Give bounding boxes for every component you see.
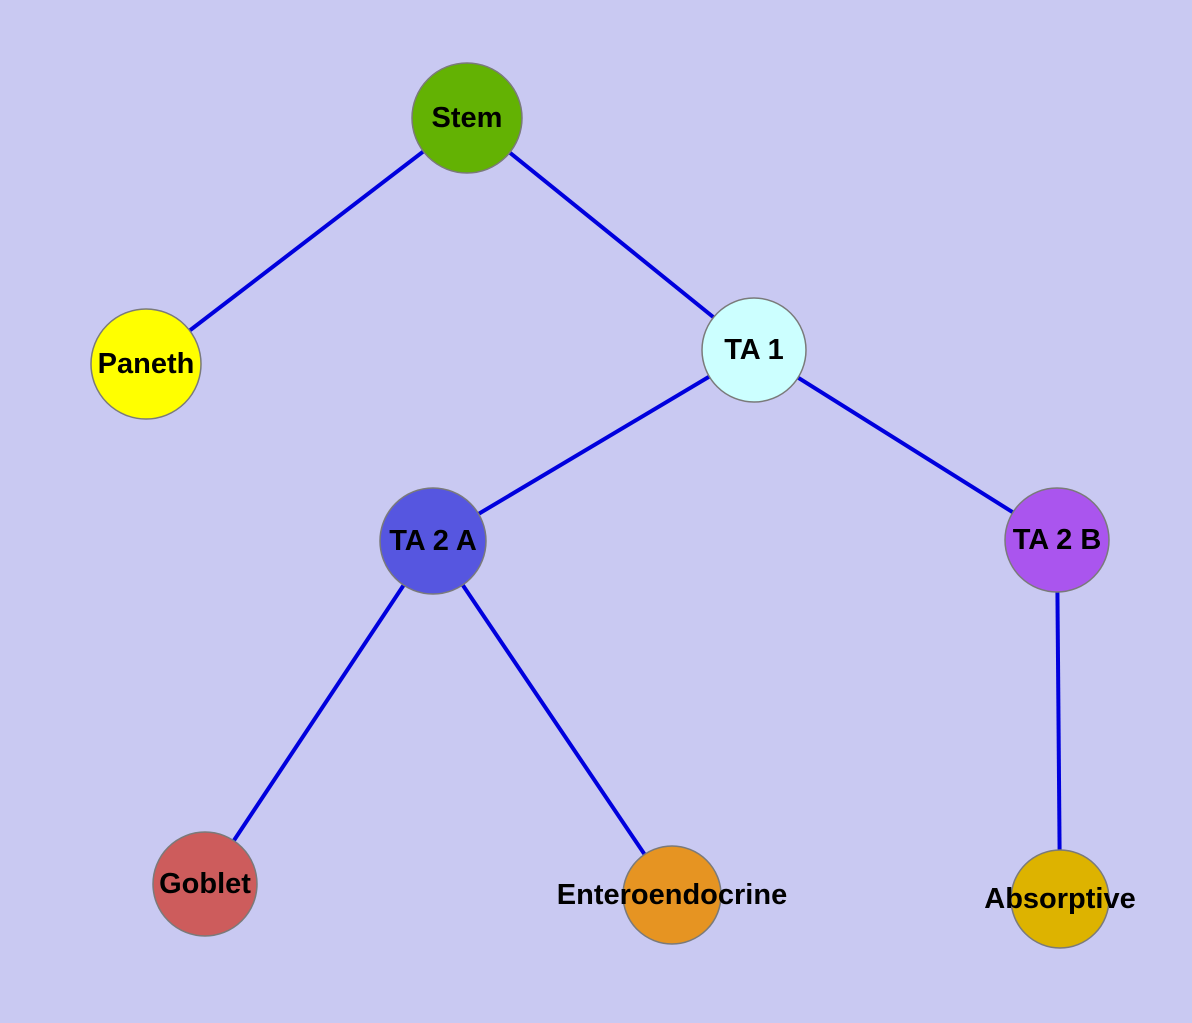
node-circle-goblet <box>152 831 258 937</box>
node-ta-2-b: TA 2 B <box>1004 487 1110 593</box>
node-circle-paneth <box>90 308 202 420</box>
node-circle-enteroendocrine <box>622 845 722 945</box>
edge-ta-1-ta-2-a <box>431 348 756 543</box>
node-ta-1: TA 1 <box>701 297 807 403</box>
node-circle-ta-1 <box>701 297 807 403</box>
node-circle-ta-2-a <box>379 487 487 595</box>
edge-ta-2-a-goblet <box>203 539 435 886</box>
node-circle-ta-2-b <box>1004 487 1110 593</box>
edge-ta-2-b-absorptive <box>1055 539 1062 900</box>
edge-ta-2-a-enteroendocrine <box>431 539 674 897</box>
node-stem: Stem <box>411 62 523 174</box>
edge-ta-1-ta-2-b <box>752 348 1059 542</box>
node-circle-stem <box>411 62 523 174</box>
edge-stem-ta-1 <box>465 116 756 352</box>
edge-stem-paneth <box>144 116 469 366</box>
node-goblet: Goblet <box>152 831 258 937</box>
node-circle-absorptive <box>1010 849 1110 949</box>
node-paneth: Paneth <box>90 308 202 420</box>
node-ta-2-a: TA 2 A <box>379 487 487 595</box>
